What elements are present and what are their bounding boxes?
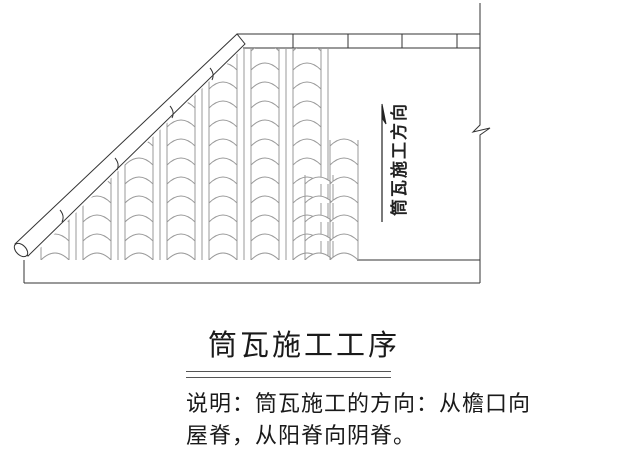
tile-column bbox=[304, 175, 334, 260]
wall-break-line bbox=[471, 3, 491, 283]
tile-column bbox=[82, 48, 119, 260]
tile-column bbox=[329, 138, 359, 260]
drawing-title: 筒瓦施工工序 bbox=[208, 328, 401, 362]
note-line-2: 屋脊，从阳脊向阴脊。 bbox=[186, 424, 417, 449]
title-underline-1 bbox=[186, 371, 391, 372]
roof-tile-drawing: 筒瓦施工方向 bbox=[13, 3, 491, 284]
ridge bbox=[237, 33, 480, 49]
tile-columns bbox=[40, 48, 359, 260]
tile-column bbox=[250, 48, 287, 260]
hip-ridge bbox=[13, 33, 246, 258]
direction-label: 筒瓦施工方向 bbox=[389, 102, 410, 216]
title-underline-2 bbox=[186, 377, 391, 378]
tile-column bbox=[292, 48, 329, 260]
direction-arrow bbox=[381, 103, 387, 222]
eave-base bbox=[23, 259, 480, 284]
tile-column bbox=[166, 48, 203, 260]
note-line-1: 说明：筒瓦施工的方向：从檐口向 bbox=[186, 392, 532, 417]
